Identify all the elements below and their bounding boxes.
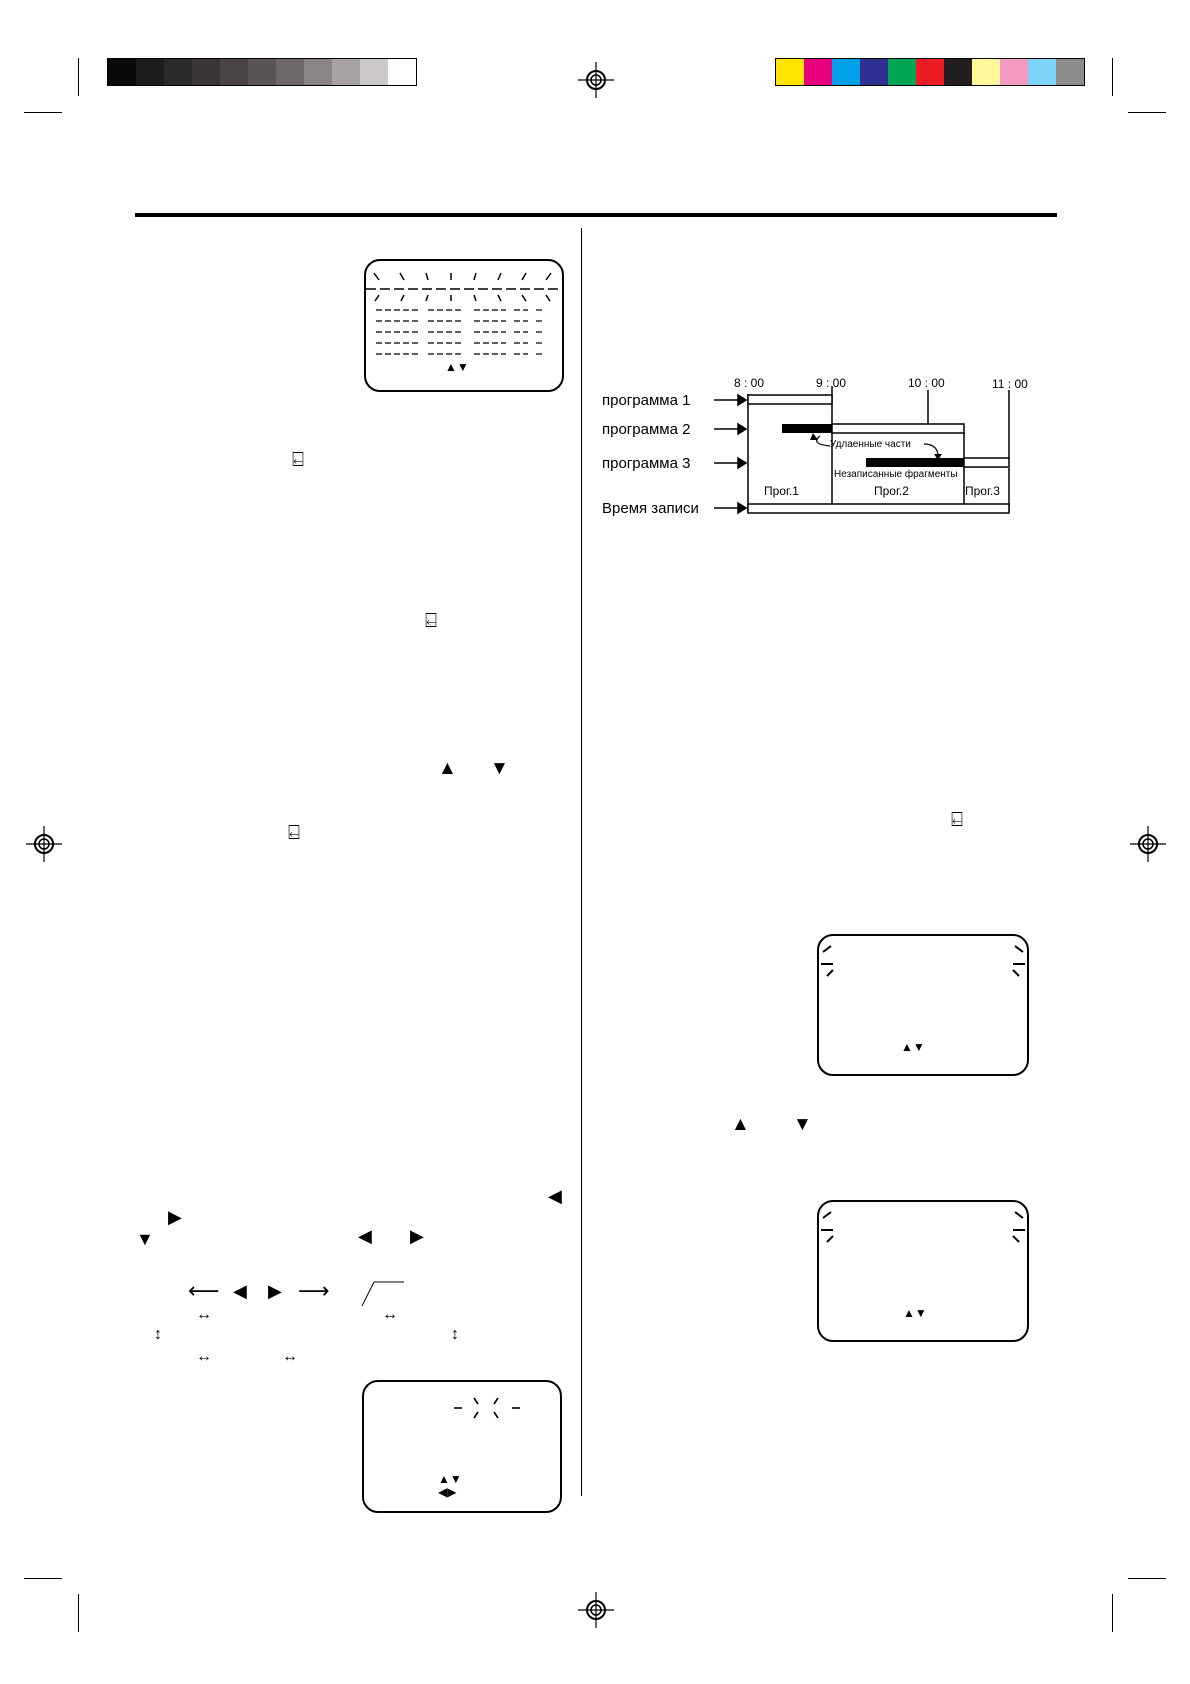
memory-icon: ⍇ (292, 449, 304, 471)
osd-screen-program-list: ▲▼ (364, 259, 564, 392)
time-label: 11 : 00 (992, 377, 1028, 391)
segment-label: Прог.3 (965, 484, 1000, 498)
triangle-up-icon: ▲ (438, 758, 457, 779)
crop-mark (1112, 1594, 1113, 1632)
color-swatch (108, 59, 136, 85)
crop-mark (1112, 58, 1113, 96)
memory-icon: ⍇ (288, 822, 300, 844)
memory-icon: ⍇ (425, 610, 437, 632)
color-swatch (304, 59, 332, 85)
horizontal-arrow-icon: ↔ (282, 1348, 298, 1365)
color-swatch (332, 59, 360, 85)
program-label: программа 3 (602, 455, 691, 472)
up-down-icon: ▲▼ (903, 1306, 927, 1320)
horizontal-arrow-icon: ↔ (382, 1306, 398, 1323)
color-swatch (972, 59, 1000, 85)
schedule-bars (714, 386, 1010, 515)
left-right-icon: ◀▶ (438, 1485, 457, 1499)
blinking-corner-marks (821, 945, 1025, 977)
segment-label: Прог.2 (874, 484, 909, 498)
crosshair-registration-icon (578, 62, 614, 98)
color-swatch (136, 59, 164, 85)
color-swatch (1056, 59, 1084, 85)
crop-mark (78, 1594, 79, 1632)
time-label: 9 : 00 (816, 376, 847, 390)
triangle-down-icon: ▼ (490, 758, 509, 779)
color-swatch (248, 59, 276, 85)
column-divider (581, 228, 582, 1496)
time-label: 8 : 00 (734, 376, 765, 390)
vertical-arrow-icon: ↕ (154, 1326, 162, 1343)
process-color-calibration-bar (775, 58, 1085, 86)
crop-mark (78, 58, 79, 96)
color-swatch (1000, 59, 1028, 85)
color-swatch (192, 59, 220, 85)
long-left-arrow-icon: ⟵ (188, 1278, 220, 1303)
color-swatch (1028, 59, 1056, 85)
unrecorded-fragments-label: Незаписанные фрагменты (834, 469, 958, 480)
triangle-down-icon: ▼ (793, 1114, 812, 1135)
color-swatch (916, 59, 944, 85)
color-swatch (888, 59, 916, 85)
triangle-right-icon: ▶ (268, 1281, 282, 1301)
header-rule (135, 213, 1057, 217)
triangle-left-icon: ◀ (548, 1186, 562, 1206)
color-swatch (164, 59, 192, 85)
memory-icon: ⍇ (951, 809, 963, 831)
crosshair-registration-icon (26, 826, 62, 862)
color-swatch (776, 59, 804, 85)
up-down-icon: ▲▼ (445, 360, 469, 374)
color-swatch (860, 59, 888, 85)
program-list-dashes (366, 272, 562, 355)
crosshair-registration-icon (578, 1592, 614, 1628)
osd-screen-confirm-1: ▲▼ (817, 934, 1029, 1076)
color-swatch (832, 59, 860, 85)
crosshair-registration-icon (1130, 826, 1166, 862)
color-swatch (804, 59, 832, 85)
up-down-icon: ▲▼ (438, 1472, 462, 1486)
crop-mark (1128, 112, 1166, 113)
crop-mark (24, 112, 62, 113)
color-swatch (944, 59, 972, 85)
color-swatch (276, 59, 304, 85)
record-time-label: Время записи (602, 500, 699, 517)
horizontal-arrow-icon: ↔ (196, 1306, 212, 1323)
triangle-left-icon: ◀ (358, 1226, 372, 1246)
program-label: программа 1 (602, 392, 691, 409)
triangle-right-icon: ▶ (168, 1207, 182, 1227)
vertical-arrow-icon: ↕ (451, 1326, 459, 1343)
crop-mark (24, 1578, 62, 1579)
blinking-digits (454, 1397, 520, 1419)
segment-label: Прог.1 (764, 484, 799, 498)
deleted-parts-label: Удлаенные части (830, 439, 911, 450)
color-swatch (388, 59, 416, 85)
triangle-left-icon: ◀ (233, 1281, 247, 1301)
osd-screen-time-entry: ▲▼ ◀▶ (362, 1380, 562, 1513)
long-right-arrow-icon: ⟶ (298, 1278, 330, 1303)
up-down-icon: ▲▼ (901, 1040, 925, 1054)
program-label: программа 2 (602, 421, 691, 438)
blinking-corner-marks (821, 1211, 1025, 1243)
triangle-up-icon: ▲ (731, 1114, 750, 1135)
osd-screen-confirm-2: ▲▼ (817, 1200, 1029, 1342)
horizontal-arrow-icon: ↔ (196, 1348, 212, 1365)
color-swatch (360, 59, 388, 85)
grayscale-calibration-bar (107, 58, 417, 86)
color-swatch (220, 59, 248, 85)
triangle-down-icon: ▼ (136, 1229, 154, 1249)
crop-mark (1128, 1578, 1166, 1579)
slash-bracket-icon (361, 1281, 404, 1307)
time-label: 10 : 00 (908, 376, 945, 390)
triangle-right-icon: ▶ (410, 1226, 424, 1246)
